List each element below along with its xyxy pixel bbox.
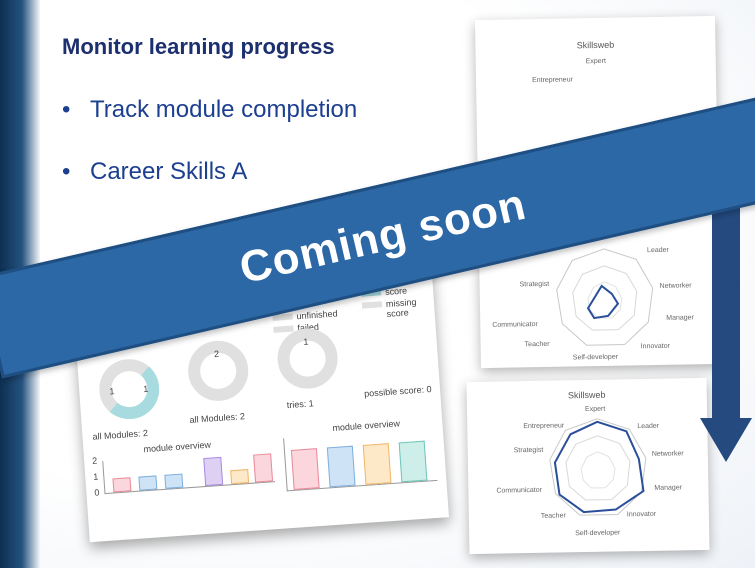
legend-missing-score: missing score (385, 296, 417, 319)
skill-label: Networker (651, 450, 684, 458)
skill-label: Strategist (519, 280, 550, 289)
bullet-item: • Track module completion (62, 96, 357, 124)
chart1-bar (203, 456, 224, 487)
donut-caption: all Modules: 2 (92, 427, 149, 442)
skill-label: Self-developer (572, 353, 619, 362)
donut-value: 2 (213, 348, 220, 360)
modules-donut (97, 357, 162, 422)
skillsweb-card-top: Skillsweb Expert Entrepreneur Leader Str… (474, 15, 722, 369)
skillsweb-card-bottom: Skillsweb Expert Entrepreneur Leader Str… (466, 377, 710, 555)
slide-title: Monitor learning progress (62, 34, 335, 59)
legend-unfinished: unfinished (296, 308, 338, 322)
progress-arrow-shaft (712, 190, 740, 420)
chart2-bar (398, 440, 428, 483)
legend-swatch-failed (273, 325, 294, 333)
bullet-item: • Career Skills A (62, 158, 247, 186)
donut-value: 1 (142, 383, 149, 395)
bullet-text: Career Skills A (90, 158, 248, 185)
chart2-bar (326, 445, 356, 488)
chart1-axis (102, 449, 276, 495)
bullet-dot-icon: • (62, 158, 71, 185)
chart2-axis (283, 427, 438, 492)
radar-chart-bottom (549, 418, 647, 516)
skill-label: Expert (584, 405, 606, 414)
skill-label: Communicator (492, 321, 538, 329)
skill-label: Manager (654, 484, 683, 492)
chart1-bar (112, 477, 132, 493)
chart1-ytick: 0 (94, 487, 100, 498)
skill-label: Teacher (524, 340, 550, 349)
skill-label: Communicator (496, 486, 542, 495)
donut-caption: possible score: 0 (363, 384, 432, 399)
chart1-bar (164, 473, 184, 489)
chart1-bar (138, 475, 158, 491)
skill-label: Manager (666, 314, 694, 322)
skillsweb-title: Skillsweb (576, 39, 615, 51)
donut-value: 1 (109, 386, 115, 397)
skill-label: Strategist (513, 446, 544, 455)
skill-label: Networker (659, 282, 692, 290)
chart2-bar (290, 448, 320, 490)
chart1-bar (253, 453, 274, 483)
skill-label: Entrepreneur (531, 76, 573, 85)
donut-value: 1 (303, 336, 309, 347)
bullet-text: Track module completion (90, 96, 358, 123)
legend-swatch-missing-score (361, 301, 383, 309)
chart2-bar (362, 443, 392, 485)
radar-chart-top (556, 248, 654, 346)
skill-label: Expert (585, 57, 607, 66)
chart1-ytick: 2 (91, 455, 98, 466)
chart1-bar (230, 469, 250, 485)
skill-label: Self-developer (575, 529, 621, 538)
skillsweb-title: Skillsweb (567, 389, 606, 401)
donut-caption: all Modules: 2 (189, 411, 246, 425)
bullet-dot-icon: • (62, 96, 71, 123)
chart1-ytick: 1 (92, 471, 99, 482)
donut-caption: tries: 1 (286, 398, 315, 411)
chart1-title: module overview (143, 439, 212, 455)
progress-arrow-icon (700, 418, 752, 462)
